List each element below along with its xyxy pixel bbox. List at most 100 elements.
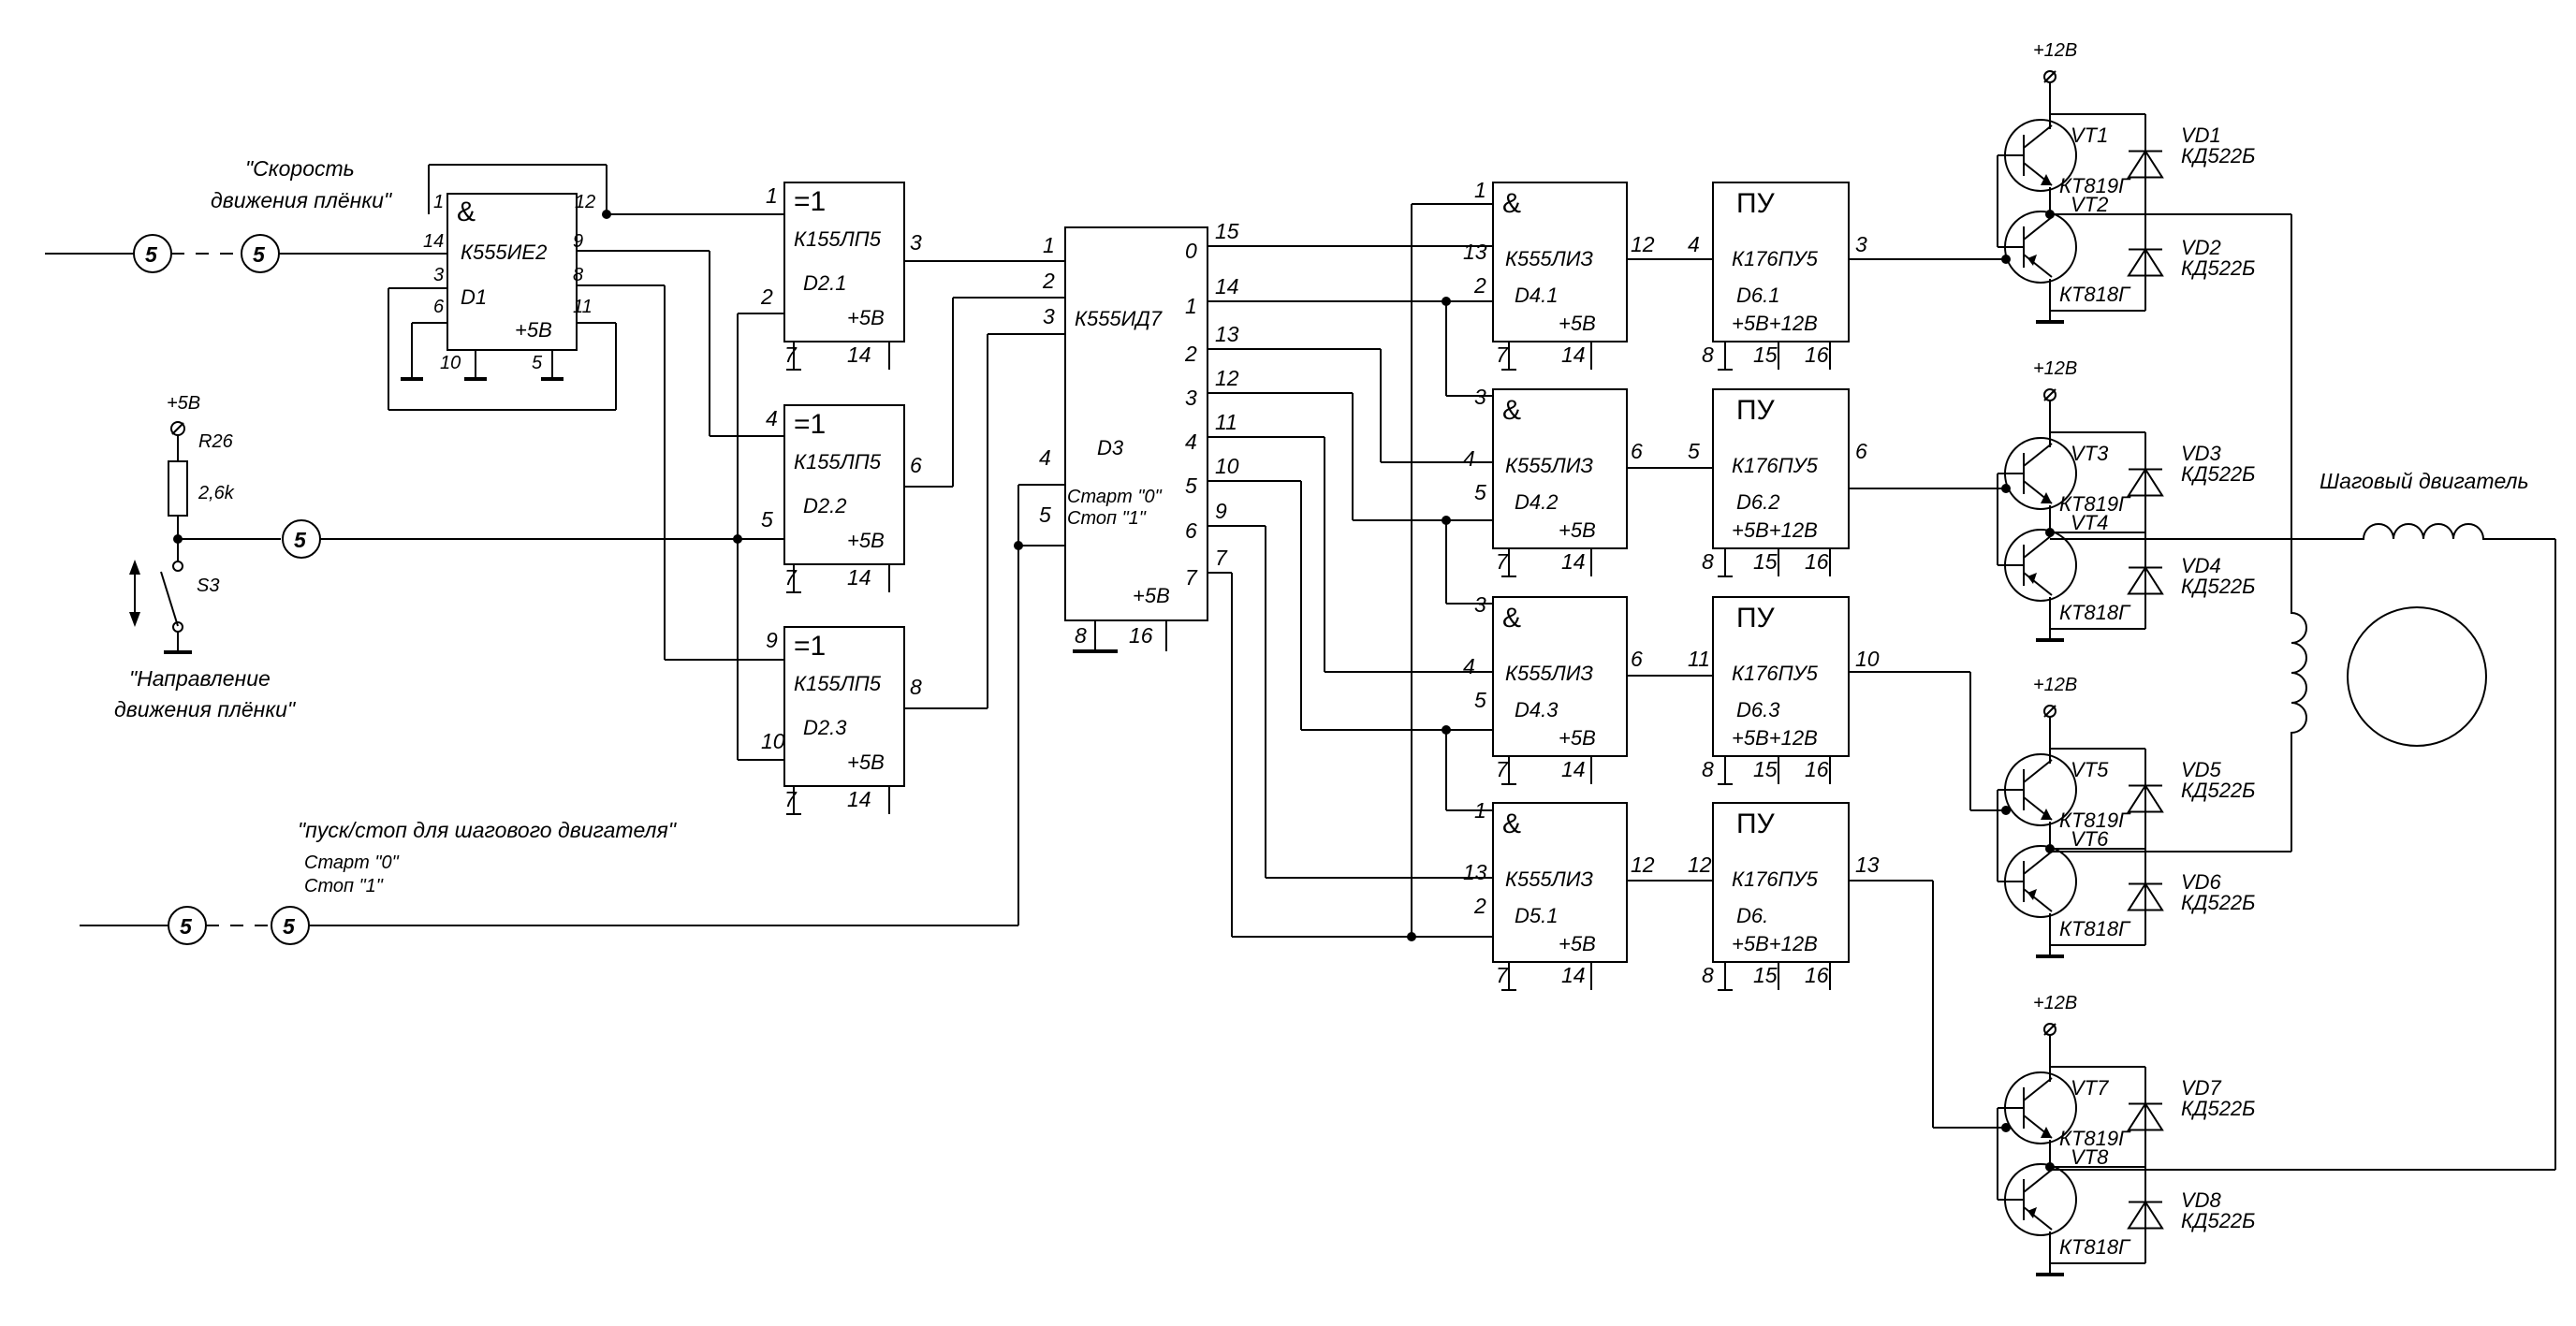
transistor-name: VT2 (2071, 193, 2108, 216)
supply-label: +12В (2033, 40, 2077, 61)
diode-type: КД522Б (2181, 1209, 2255, 1232)
chip-power: +5В (847, 306, 885, 329)
diode-type: КД522Б (2181, 256, 2255, 280)
direction-caption-line2: движения плёнки" (114, 697, 297, 721)
resistor-r26 (168, 460, 188, 517)
speed-caption-line1: "Скорость (245, 156, 355, 181)
chip-power: +5В (847, 750, 885, 774)
chip-name: D4.1 (1515, 284, 1558, 307)
pin-label: 7 (784, 342, 798, 367)
pin-label: 15 (1753, 963, 1778, 987)
chip-type: К176ПУ5 (1732, 247, 1819, 270)
diode-name: VD5 (2181, 758, 2222, 781)
chip-symbol: ПУ (1736, 395, 1776, 426)
pin-label: 14 (847, 565, 871, 590)
switch-contact (172, 561, 183, 572)
pin-label: 12 (1631, 852, 1655, 877)
transistor-name: VT6 (2071, 827, 2109, 851)
pin-label: 16 (1129, 623, 1153, 648)
supply-label: +12В (2033, 358, 2077, 379)
output-index: 3 (1185, 386, 1197, 410)
chip-symbol: =1 (794, 409, 826, 440)
diode-symbol (2127, 783, 2164, 813)
chip-power: +5В (1559, 932, 1596, 955)
pin-label: 4 (766, 406, 778, 430)
pin-label: 3 (1474, 592, 1486, 617)
pin-label: 10 (440, 353, 461, 373)
chip-power: +5В (1133, 584, 1170, 607)
output-index: 5 (1185, 474, 1197, 498)
chip-name: D4.3 (1515, 698, 1559, 721)
transistor-name: VT3 (2071, 442, 2109, 465)
pin-label: 11 (573, 297, 593, 317)
chip-type: К176ПУ5 (1732, 662, 1819, 685)
chip-name: D3 (1097, 436, 1124, 459)
chip-symbol: ПУ (1736, 603, 1776, 634)
transistor-name: VT8 (2071, 1145, 2109, 1169)
diode-symbol (2127, 882, 2164, 911)
pin-label: 9 (766, 628, 778, 652)
chip-name: D6.2 (1736, 490, 1779, 514)
chip-type: К555ЛИЗ (1505, 454, 1593, 477)
output-index: 0 (1185, 239, 1197, 263)
pin-label: 10 (761, 729, 785, 753)
pin-label: 5 (1474, 688, 1486, 712)
supply-label: +12В (2033, 993, 2077, 1013)
chip-name: D2.3 (803, 716, 847, 739)
pin-label: 2 (760, 284, 773, 309)
pin-label: 3 (1474, 385, 1486, 409)
pin-label: 1 (1043, 233, 1055, 257)
speed-input: 5 5 (45, 234, 447, 273)
pin-label: 6 (1631, 647, 1643, 671)
pin-label: 2 (1042, 269, 1055, 293)
pin-label: 6 (1631, 439, 1643, 463)
pin-label: 3 (1043, 304, 1055, 328)
pin-label: 15 (1753, 757, 1778, 781)
stepper-motor (2291, 523, 2525, 749)
chip-symbol: & (1502, 395, 1521, 426)
pin-label: 14 (1561, 757, 1586, 781)
pin-label: 1 (1474, 798, 1486, 823)
pin-label: 1 (1474, 178, 1486, 202)
direction-bus (733, 313, 784, 761)
pin-label: 4 (1463, 446, 1475, 471)
output-index: 6 (1185, 518, 1197, 543)
diode-type: КД522Б (2181, 575, 2255, 598)
pin-label: 7 (1496, 549, 1509, 574)
diode-type: КД522Б (2181, 462, 2255, 486)
transistor-name: VT1 (2071, 124, 2108, 147)
start-stop-caption: "пуск/стоп для шагового двигателя" (298, 818, 678, 842)
transistor-name: VT4 (2071, 511, 2108, 534)
diode-type: КД522Б (2181, 144, 2255, 168)
chip-symbol: =1 (794, 186, 826, 217)
chip-symbol: ПУ (1736, 188, 1776, 219)
diode-symbol (2127, 1200, 2164, 1230)
connector-label: 5 (283, 914, 296, 939)
chip-power: +5В (515, 318, 552, 342)
transistor-type: КТ819Г (2059, 492, 2131, 516)
output-index: 4 (1185, 430, 1197, 454)
diode-symbol (2127, 149, 2164, 179)
diode-symbol (2127, 467, 2164, 497)
chip-name: D6.1 (1736, 284, 1779, 307)
and-to-driver-wires (1627, 258, 1713, 882)
chip-power: +5В+12В (1732, 932, 1818, 955)
pin-label: 14 (1561, 963, 1586, 987)
pin-label: 5 (532, 353, 543, 373)
motor-wires (2050, 213, 2556, 1171)
pin-label: 12 (1688, 852, 1712, 877)
start-caption: Старт "0" (304, 852, 400, 873)
chip-name: D2.1 (803, 271, 846, 295)
connector-label: 5 (180, 914, 193, 939)
transistor-type: КТ818Г (2059, 917, 2131, 940)
pin-label: 12 (575, 192, 595, 212)
chip-power: +5В (1559, 726, 1596, 750)
chip-power: +5В (1559, 312, 1596, 335)
pin-label: 15 (1753, 549, 1778, 574)
chip-name: D1 (461, 285, 487, 309)
chip-type: К555ЛИЗ (1505, 247, 1593, 270)
xor-to-decoder-wires (904, 260, 1065, 709)
